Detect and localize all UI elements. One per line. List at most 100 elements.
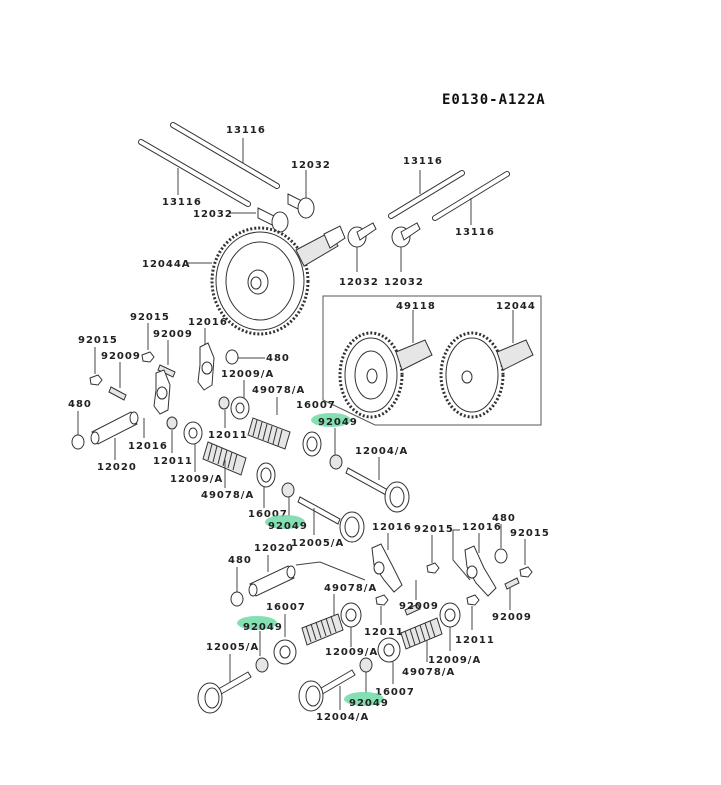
part-label[interactable]: 92009 [492, 612, 532, 623]
part-label[interactable]: 12005/A [206, 642, 259, 653]
part-label-highlighted[interactable]: 92049 [318, 417, 358, 428]
part-label[interactable]: 12016 [462, 522, 502, 533]
part-label[interactable]: 12044A [142, 259, 191, 270]
part-label[interactable]: 16007 [266, 602, 306, 613]
part-label[interactable]: 92015 [130, 312, 170, 323]
part-label[interactable]: 92009 [101, 351, 141, 362]
rocker-shaft[interactable] [248, 565, 296, 597]
highlight-marker [344, 692, 384, 706]
part-label[interactable]: 49078/A [201, 490, 254, 501]
nut[interactable] [426, 562, 440, 574]
circlip[interactable] [225, 349, 239, 365]
adjusting-screw[interactable] [157, 364, 176, 378]
part-label[interactable]: 12009/A [325, 647, 378, 658]
valve-spring[interactable] [247, 417, 291, 450]
intake-valve[interactable] [297, 496, 365, 543]
part-label[interactable]: 12044 [496, 301, 536, 312]
valve-lifter[interactable] [287, 193, 315, 219]
part-label-highlighted[interactable]: 92049 [268, 521, 308, 532]
part-label[interactable]: 480 [68, 399, 92, 410]
part-label-highlighted[interactable]: 92049 [349, 698, 389, 709]
valve-cap[interactable] [375, 594, 389, 606]
part-label[interactable]: 12011 [208, 430, 248, 441]
part-label[interactable]: 16007 [375, 687, 415, 698]
highlight-marker [311, 413, 351, 427]
adjusting-screw[interactable] [404, 603, 421, 616]
part-label[interactable]: 12032 [291, 160, 331, 171]
nut[interactable] [141, 351, 155, 363]
valve-cap[interactable] [466, 594, 480, 606]
part-label[interactable]: 480 [492, 513, 516, 524]
part-label[interactable]: 12009/A [428, 655, 481, 666]
part-label[interactable]: 12020 [254, 543, 294, 554]
nut[interactable] [519, 566, 533, 578]
pushrod[interactable] [388, 170, 465, 219]
pushrod[interactable] [432, 171, 510, 221]
part-label[interactable]: 480 [228, 555, 252, 566]
part-label[interactable]: 92009 [153, 329, 193, 340]
part-label[interactable]: 12009/A [221, 369, 274, 380]
part-label[interactable]: 13116 [455, 227, 495, 238]
part-label[interactable]: 12016 [372, 522, 412, 533]
part-label[interactable]: 12011 [153, 456, 193, 467]
part-label[interactable]: 12032 [384, 277, 424, 288]
part-label[interactable]: 12009/A [170, 474, 223, 485]
part-label[interactable]: 12020 [97, 462, 137, 473]
part-label[interactable]: 12032 [339, 277, 379, 288]
circlip[interactable] [71, 434, 85, 450]
valve-lifter[interactable] [391, 222, 421, 248]
part-label[interactable]: 16007 [296, 400, 336, 411]
circlip[interactable] [230, 591, 244, 607]
valve-spring[interactable] [400, 617, 443, 650]
highlight-marker [237, 616, 277, 630]
valve-lifter[interactable] [257, 207, 289, 233]
camshaft-gear-alt[interactable] [439, 331, 534, 419]
part-label[interactable]: 13116 [226, 125, 266, 136]
leader-line [452, 529, 471, 581]
pushrod[interactable] [138, 139, 251, 207]
optional-parts-box [322, 295, 542, 426]
camshaft-gear[interactable] [210, 225, 346, 336]
part-label[interactable]: 92015 [414, 524, 454, 535]
valve-spring[interactable] [301, 613, 344, 646]
part-label[interactable]: 480 [266, 353, 290, 364]
nut[interactable] [89, 374, 103, 386]
part-label[interactable]: 49078/A [324, 583, 377, 594]
part-label-highlighted[interactable]: 92049 [243, 622, 283, 633]
pushrod[interactable] [170, 122, 280, 189]
part-label[interactable]: 12011 [455, 635, 495, 646]
part-label[interactable]: 12016 [188, 317, 228, 328]
part-label[interactable]: 49078/A [402, 667, 455, 678]
exhaust-valve[interactable] [298, 669, 356, 712]
part-label[interactable]: 49078/A [252, 385, 305, 396]
part-label[interactable]: 13116 [162, 197, 202, 208]
part-label[interactable]: 12005/A [291, 538, 344, 549]
valve-stem-seal[interactable] [281, 482, 295, 498]
valve-cap[interactable] [166, 416, 178, 430]
rocker-shaft[interactable] [90, 411, 139, 445]
exhaust-valve[interactable] [345, 467, 410, 513]
intake-valve[interactable] [197, 671, 252, 714]
part-label[interactable]: 12011 [364, 627, 404, 638]
part-label[interactable]: 92015 [510, 528, 550, 539]
valve-stem-seal[interactable] [329, 454, 343, 470]
part-label[interactable]: 12004/A [316, 712, 369, 723]
adjusting-screw[interactable] [108, 386, 127, 401]
valve-lifter[interactable] [347, 222, 377, 248]
part-label[interactable]: 13116 [403, 156, 443, 167]
part-label[interactable]: 92009 [399, 601, 439, 612]
valve-cap[interactable] [218, 396, 230, 410]
circlip[interactable] [494, 548, 508, 564]
adjusting-screw[interactable] [504, 577, 520, 590]
camshaft-gear-alt[interactable] [338, 331, 433, 419]
valve-stem-seal[interactable] [359, 657, 373, 673]
part-label[interactable]: 92015 [78, 335, 118, 346]
part-label[interactable]: 12016 [128, 441, 168, 452]
valve-stem-seal[interactable] [255, 657, 269, 673]
part-label[interactable]: 12004/A [355, 446, 408, 457]
part-label[interactable]: 49118 [396, 301, 436, 312]
part-label[interactable]: 12032 [193, 209, 233, 220]
part-label[interactable]: 16007 [248, 509, 288, 520]
valve-spring[interactable] [202, 441, 247, 476]
